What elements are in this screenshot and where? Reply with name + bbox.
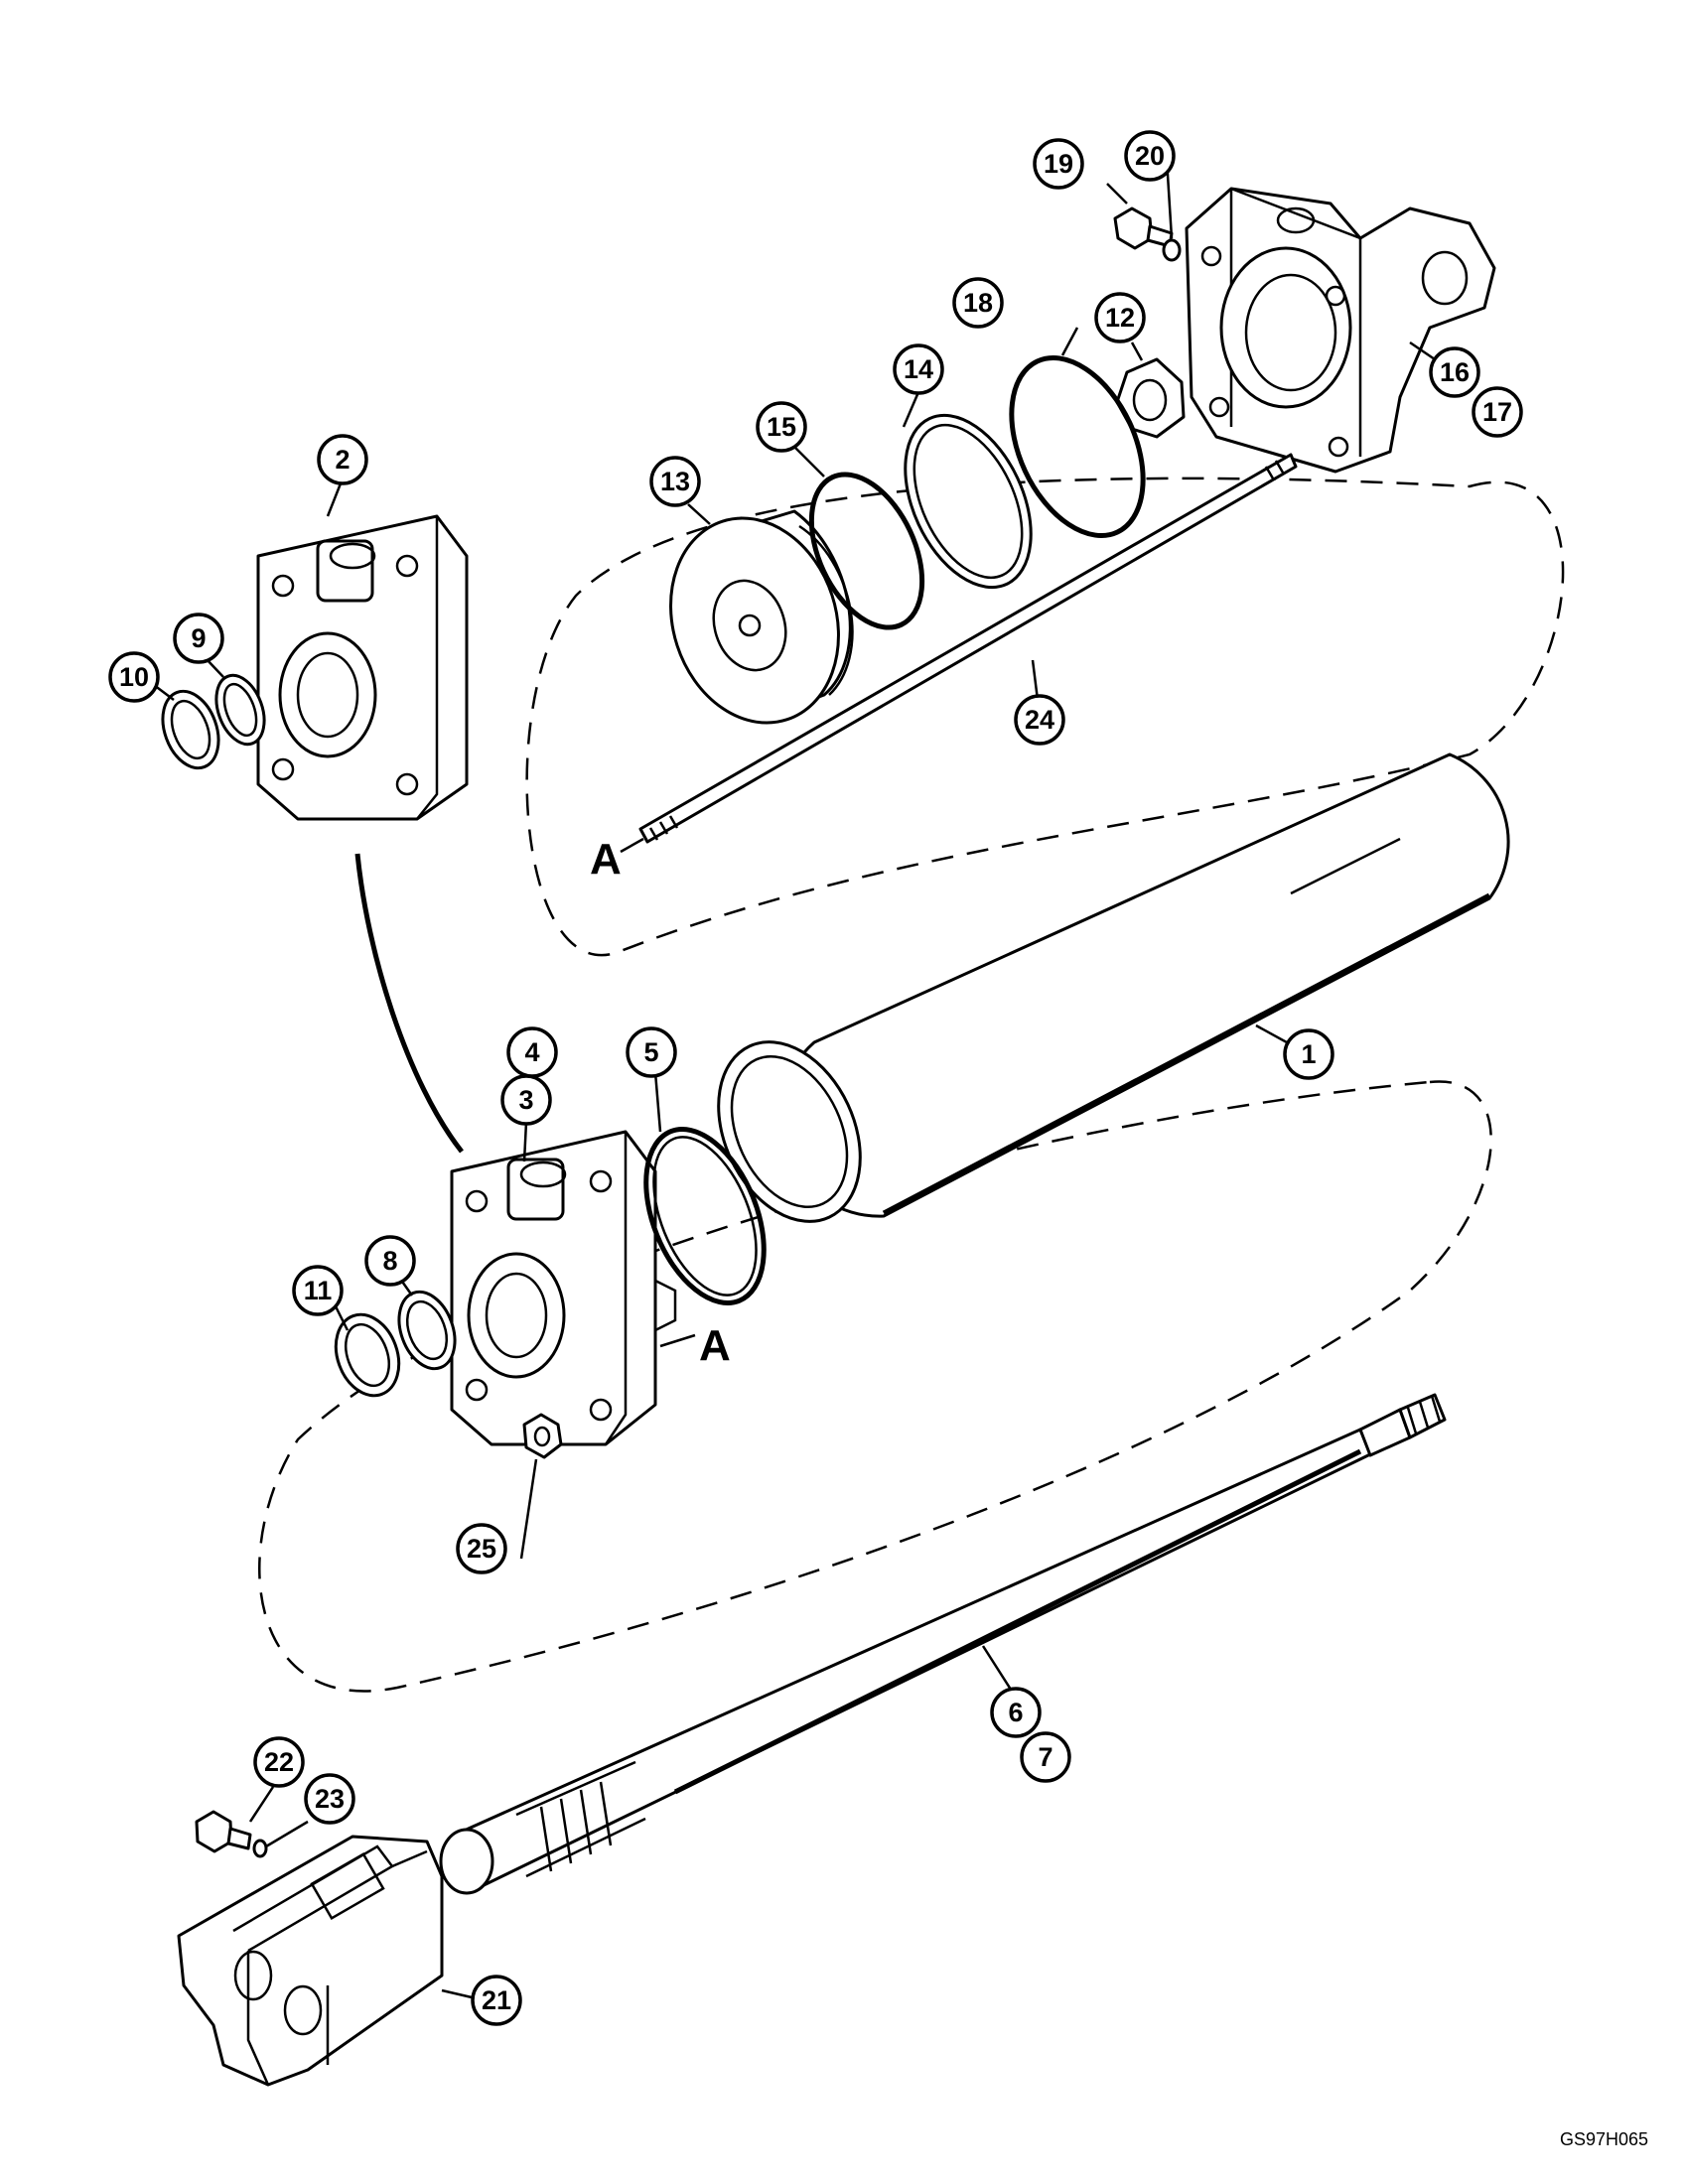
- svg-text:19: 19: [1044, 149, 1073, 179]
- svg-text:9: 9: [191, 623, 206, 653]
- callout-12: 12: [1094, 292, 1146, 343]
- reference-code: GS97H065: [1559, 2129, 1648, 2149]
- svg-text:14: 14: [904, 354, 933, 384]
- leader-lines: [153, 158, 1436, 1999]
- washer-20: [1162, 238, 1182, 262]
- wiper-10: [161, 689, 220, 770]
- nut-25: [522, 1413, 563, 1459]
- callout-11: 11: [292, 1265, 344, 1316]
- svg-text:17: 17: [1482, 397, 1512, 427]
- callout-9: 9: [173, 613, 224, 664]
- svg-text:21: 21: [482, 1985, 511, 2015]
- svg-text:1: 1: [1301, 1039, 1316, 1069]
- callout-20: 20: [1124, 130, 1176, 182]
- callout-16: 16: [1429, 346, 1480, 398]
- svg-text:18: 18: [963, 288, 993, 318]
- svg-text:4: 4: [524, 1037, 539, 1067]
- callout-14: 14: [893, 343, 944, 395]
- callout-4: 4: [506, 1026, 558, 1078]
- seal-8: [397, 1290, 457, 1371]
- cap-connector-line: [354, 853, 464, 1154]
- callout-7: 7: [1020, 1731, 1071, 1783]
- ring-18: [1009, 354, 1146, 539]
- svg-text:24: 24: [1025, 705, 1054, 735]
- callout-5: 5: [626, 1026, 677, 1078]
- callout-17: 17: [1472, 386, 1523, 438]
- callout-2: 2: [317, 434, 368, 485]
- svg-text:15: 15: [767, 412, 796, 442]
- svg-text:11: 11: [304, 1276, 333, 1305]
- callout-15: 15: [756, 401, 807, 453]
- piston-13: [669, 509, 854, 725]
- marker-a-upper: A: [590, 835, 622, 884]
- o-ring-5: [643, 1127, 767, 1305]
- svg-text:22: 22: [264, 1747, 294, 1777]
- svg-text:10: 10: [119, 662, 149, 692]
- end-cap-upper: [256, 514, 469, 821]
- ring-15: [808, 472, 925, 630]
- callout-1: 1: [1283, 1028, 1334, 1080]
- marker-a-lower: A: [699, 1321, 731, 1370]
- callout-22: 22: [253, 1736, 305, 1788]
- nut-12: [1115, 357, 1186, 439]
- wiper-11: [334, 1312, 401, 1398]
- svg-text:20: 20: [1135, 141, 1165, 171]
- washer-23: [252, 1839, 268, 1858]
- ring-14: [904, 413, 1033, 590]
- svg-text:8: 8: [382, 1246, 397, 1276]
- svg-text:12: 12: [1105, 303, 1135, 333]
- svg-text:25: 25: [467, 1534, 496, 1564]
- clevis-21: [177, 1835, 444, 2087]
- cylinder-barrel: [717, 752, 1510, 1223]
- callout-24: 24: [1014, 694, 1065, 746]
- svg-text:2: 2: [335, 445, 350, 475]
- svg-text:6: 6: [1008, 1698, 1023, 1727]
- svg-text:3: 3: [518, 1085, 533, 1115]
- callout-13: 13: [649, 456, 701, 507]
- callout-18: 18: [952, 277, 1004, 329]
- callout-8: 8: [364, 1235, 416, 1287]
- callout-19: 19: [1033, 138, 1084, 190]
- callout-23: 23: [304, 1773, 355, 1825]
- bolt-22: [195, 1810, 252, 1853]
- seal-9: [214, 673, 266, 747]
- svg-text:23: 23: [315, 1784, 345, 1814]
- svg-text:7: 7: [1038, 1742, 1052, 1772]
- callout-10: 10: [108, 651, 160, 703]
- end-cap-lower: [450, 1130, 677, 1446]
- callout-6: 6: [990, 1687, 1042, 1738]
- callout-3: 3: [500, 1074, 552, 1126]
- svg-text:16: 16: [1440, 357, 1470, 387]
- upper-dashed-loop: [525, 477, 1565, 957]
- tie-rod-24: [638, 453, 1298, 844]
- callout-25: 25: [456, 1523, 507, 1574]
- svg-text:13: 13: [660, 467, 690, 496]
- bolt-19: [1113, 206, 1174, 250]
- svg-text:5: 5: [643, 1037, 658, 1067]
- rod-end-cap: [1185, 187, 1496, 474]
- callout-21: 21: [471, 1975, 522, 2026]
- piston-rod: [439, 1393, 1447, 1895]
